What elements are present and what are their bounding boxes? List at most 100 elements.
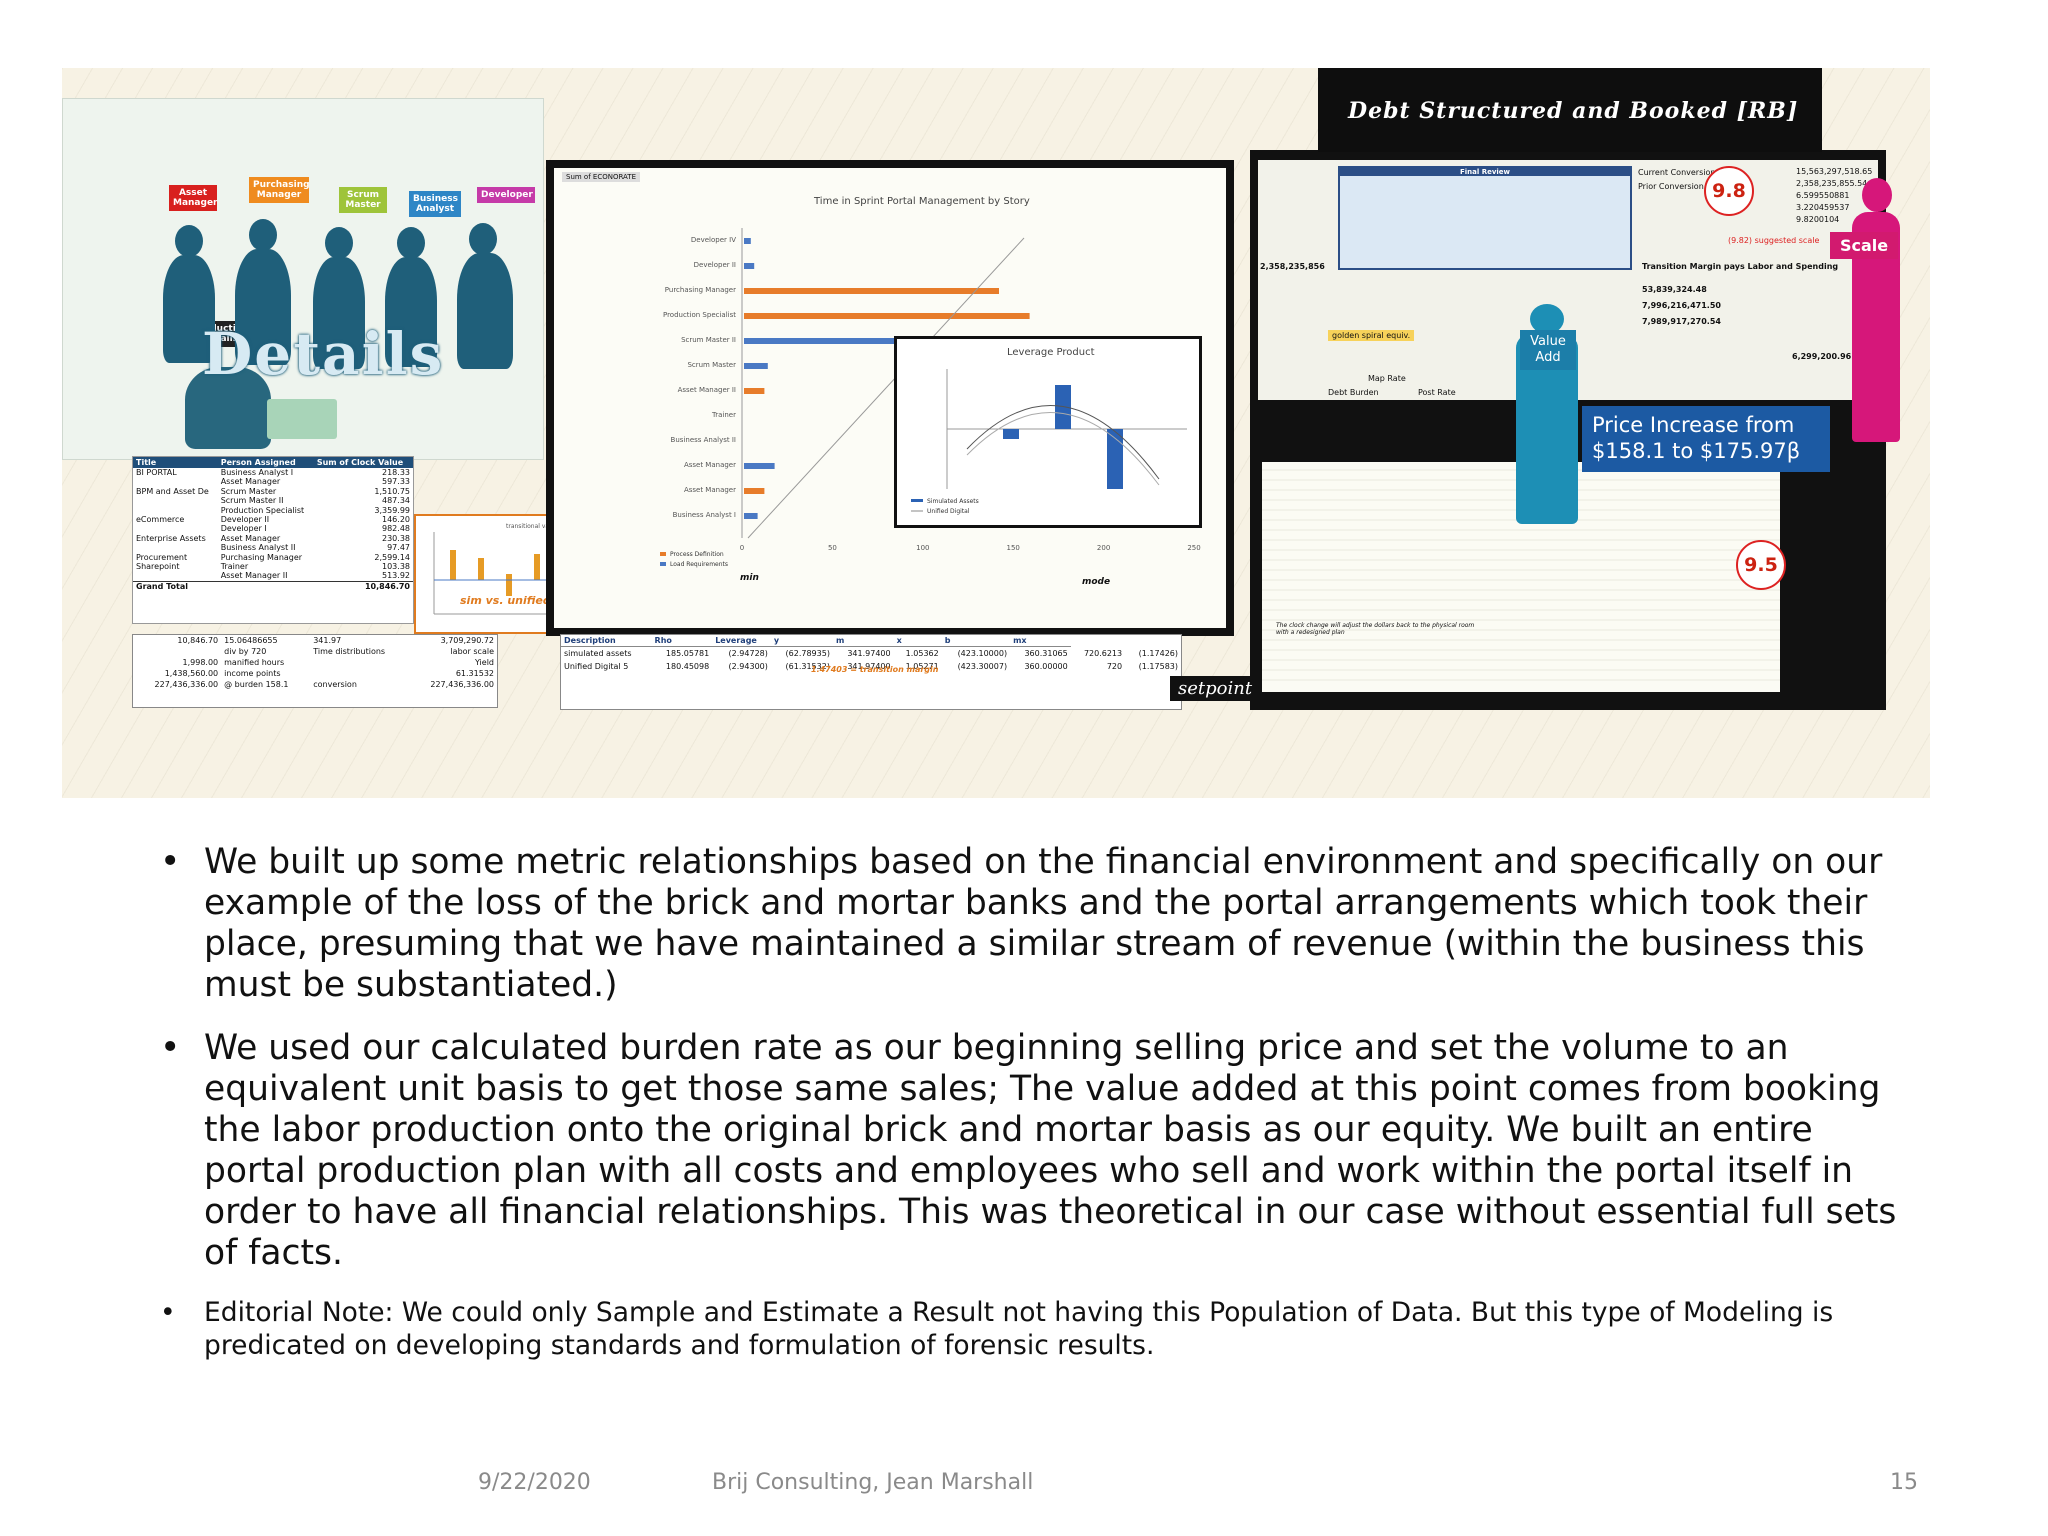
leverage-header: Description bbox=[561, 635, 652, 647]
person-silhouette bbox=[313, 257, 365, 369]
burden-cell: manified hours bbox=[224, 658, 285, 667]
leverage-cell: 720 bbox=[1106, 662, 1123, 671]
burden-cell bbox=[310, 657, 409, 668]
min-label: min bbox=[740, 573, 759, 583]
pivot-header: Sum of Clock Value bbox=[313, 457, 413, 468]
y-tick-label: Purchasing Manager bbox=[665, 286, 736, 294]
bullet-item: • We built up some metric relationships … bbox=[160, 842, 1920, 1006]
leverage-header: m bbox=[832, 635, 894, 647]
suggested-scale: (9.82) suggested scale bbox=[1728, 236, 1820, 245]
leverage-cell: (1.17426) bbox=[1138, 648, 1178, 658]
scale-badge: Scale bbox=[1830, 232, 1899, 259]
leverage-cell: (61.31532) bbox=[785, 662, 830, 671]
final-review-title: Final Review bbox=[1340, 168, 1630, 176]
leverage-cell: 1.05362 bbox=[905, 649, 939, 658]
burden-cell: labor scale bbox=[450, 647, 494, 656]
pivot-cell: BPM and Asset De bbox=[136, 486, 209, 496]
bar bbox=[1107, 429, 1123, 489]
trend-line bbox=[747, 237, 1025, 539]
person-head bbox=[175, 225, 203, 257]
leverage-cell: 720.6213 bbox=[1083, 648, 1123, 658]
current-conversion-label: Current Conversion bbox=[1638, 168, 1716, 177]
footer-date: 9/22/2020 bbox=[478, 1470, 591, 1495]
burden-cell: 61.31532 bbox=[455, 669, 494, 678]
bar bbox=[534, 554, 540, 580]
legend-swatch bbox=[911, 499, 923, 502]
x-tick-label: 200 bbox=[1097, 544, 1110, 552]
value: 53,839,324.48 bbox=[1642, 285, 1707, 294]
burden-cell: 10,846.70 bbox=[177, 636, 219, 645]
bar bbox=[506, 574, 512, 596]
bar bbox=[744, 463, 775, 469]
pivot-cell: Asset Manager II bbox=[220, 571, 288, 581]
leverage-cell: 341.97400 bbox=[847, 649, 891, 658]
burden-cell: div by 720 bbox=[224, 647, 267, 656]
y-tick-label: Production Specialist bbox=[663, 311, 736, 319]
burden-cell: Time distributions bbox=[313, 647, 386, 656]
pivot-grid: Title Person Assigned Sum of Clock Value… bbox=[133, 457, 413, 592]
scale-woman-head bbox=[1862, 178, 1892, 212]
burden-cell: 227,436,336.00 bbox=[430, 680, 494, 689]
debt-banner-title: Debt Structured and Booked [RB] bbox=[1348, 98, 1799, 124]
bar bbox=[744, 313, 1030, 319]
pivot-cell bbox=[217, 580, 314, 592]
leverage-cell: Unified Digital 5 bbox=[564, 662, 629, 671]
bullet-dot: • bbox=[160, 842, 181, 882]
leverage-cell: 1.05271 bbox=[905, 662, 939, 671]
leverage-product-chart: Leverage Product Simulated Assets Unifie… bbox=[894, 336, 1202, 528]
role-tag-asset-manager: Asset Manager bbox=[169, 185, 218, 211]
leverage-cell: 180.45098 bbox=[665, 662, 710, 671]
value: 9.8200104 bbox=[1796, 215, 1840, 224]
seated-person-silhouette bbox=[185, 367, 271, 449]
burden-cell: income points bbox=[224, 669, 281, 678]
pivot-cell: BI PORTAL bbox=[136, 468, 177, 477]
x-tick-label: 50 bbox=[828, 544, 837, 552]
y-tick-label: Scrum Master bbox=[687, 361, 736, 369]
pivot-cell: 513.92 bbox=[382, 571, 410, 581]
burden-cell: Yield bbox=[474, 658, 494, 667]
scale-circle-9-8: 9.8 bbox=[1704, 166, 1754, 216]
burden-cell bbox=[310, 668, 409, 679]
legend-swatch bbox=[660, 562, 666, 566]
legend-label: Load Requirements bbox=[670, 561, 728, 568]
trend-curve bbox=[966, 405, 1160, 480]
burden-cell: 341.97 bbox=[313, 636, 342, 645]
pivot-cell: Business Analyst I bbox=[220, 468, 294, 477]
bar bbox=[744, 488, 765, 494]
leverage-header: Leverage bbox=[712, 635, 771, 647]
conversion-values: 15,563,297,518.65 2,358,235,855.54 6.599… bbox=[1796, 166, 1872, 226]
leverage-cell: 185.05781 bbox=[665, 649, 710, 658]
leverage-header: mx bbox=[1010, 635, 1071, 647]
details-people-panel: Asset Manager Purchasing Manager Scrum M… bbox=[62, 98, 544, 460]
person-head bbox=[397, 227, 425, 259]
details-heading: Details bbox=[202, 320, 445, 388]
scale-note: The clock change will adjust the dollars… bbox=[1276, 622, 1475, 636]
value: 3.220459537 bbox=[1796, 203, 1850, 212]
transition-margin-note: 1.47403 = transition margin bbox=[811, 665, 939, 674]
footer-author: Brij Consulting, Jean Marshall bbox=[712, 1470, 1034, 1495]
pivot-cell: 982.48 bbox=[382, 524, 410, 534]
pivot-cell: 2,599.14 bbox=[374, 552, 410, 562]
pivot-cell: Trainer bbox=[220, 562, 249, 572]
leverage-title: Leverage Product bbox=[1007, 347, 1095, 358]
pivot-cell: Asset Manager bbox=[220, 533, 281, 543]
mode-label: mode bbox=[1082, 577, 1110, 587]
y-tick-label: Scrum Master II bbox=[681, 336, 736, 344]
pivot-cell: 103.38 bbox=[382, 562, 410, 572]
person-head bbox=[249, 219, 277, 251]
burden-cell: 227,436,336.00 bbox=[154, 680, 219, 689]
margin-values: 53,839,324.48 7,996,216,471.50 7,989,917… bbox=[1642, 282, 1721, 330]
person-head bbox=[325, 227, 353, 259]
debt-banner: Debt Structured and Booked [RB] bbox=[1318, 68, 1822, 152]
bullet-text: We built up some metric relationships ba… bbox=[204, 842, 1883, 1005]
bar bbox=[450, 550, 456, 580]
bar bbox=[1003, 429, 1019, 439]
pivot-cell: eCommerce bbox=[136, 515, 185, 525]
